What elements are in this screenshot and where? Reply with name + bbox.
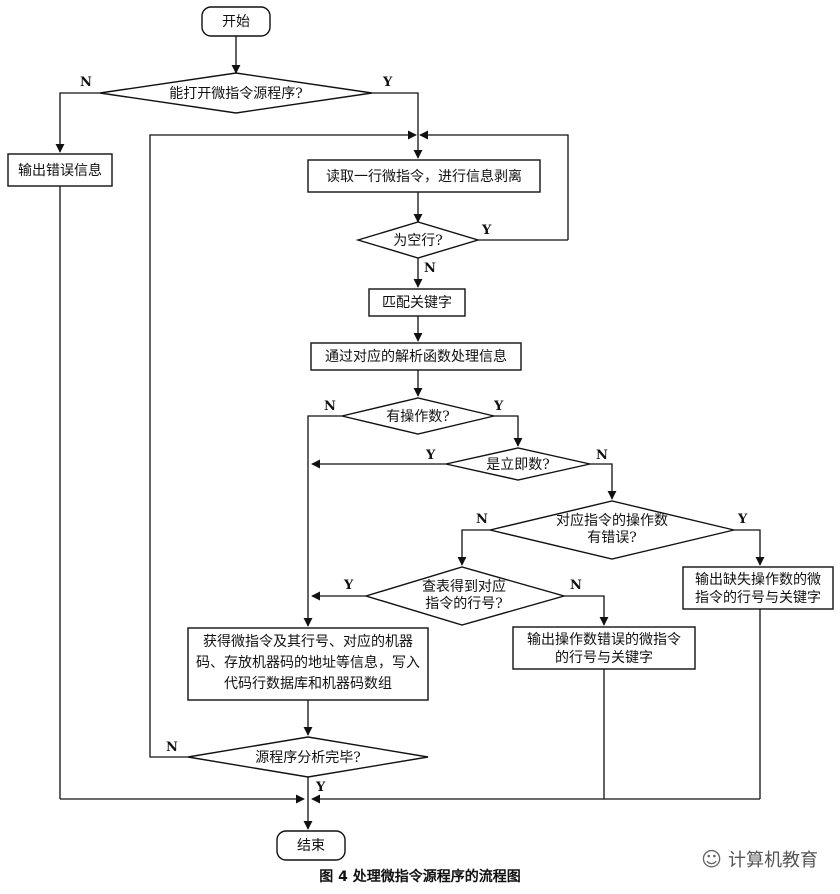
read-line-label: 读取一行微指令，进行信息剥离 <box>326 168 522 185</box>
arrow-immediate-no <box>590 463 617 500</box>
output-missing-line1: 输出缺失操作数的微 <box>695 572 821 588</box>
empty-check-label: 为空行? <box>393 233 443 249</box>
figure-caption: 图 4 处理微指令源程序的流程图 <box>319 869 521 885</box>
immediate-check-label: 是立即数? <box>486 457 550 473</box>
open-check-label: 能打开微指令源程序? <box>169 85 303 102</box>
output-missing-box <box>682 566 834 610</box>
watermark: ☺ 计算机教育 <box>701 846 818 872</box>
lookup-check-line2: 指令的行号? <box>425 596 503 612</box>
arrow-done-no-loop <box>149 130 417 758</box>
done-check-label: 源程序分析完毕? <box>255 750 361 766</box>
lookup-check-line1: 查表得到对应 <box>422 578 506 595</box>
output-operand-error-box <box>512 626 696 670</box>
label-operr-yes: Y <box>737 512 748 527</box>
arrow-empty-yes-loop <box>419 130 569 240</box>
output-error-label: 输出错误信息 <box>18 162 102 179</box>
label-done-yes: Y <box>315 780 326 795</box>
match-keyword-box <box>368 288 466 317</box>
label-immediate-no: N <box>596 448 608 463</box>
watermark-label: 计算机教育 <box>728 850 818 871</box>
end-terminal <box>276 830 346 861</box>
arrow-operr-yes <box>734 529 765 566</box>
done-check-diamond <box>187 736 429 778</box>
match-keyword-label: 匹配关键字 <box>382 295 452 311</box>
store-info-line1: 获得微指令及其行号、对应的机器 <box>203 633 413 650</box>
label-lookup-no: N <box>570 578 582 593</box>
arrow-operand-no <box>303 415 342 627</box>
operand-check-label: 有操作数? <box>386 409 450 425</box>
output-missing-line2: 指令的行号与关键字 <box>695 590 821 606</box>
label-operr-no: N <box>476 512 488 527</box>
label-empty-yes: Y <box>481 223 492 238</box>
open-check-diamond <box>99 72 373 114</box>
immediate-check-diamond <box>445 447 591 481</box>
arrow-open-yes <box>372 92 423 159</box>
empty-check-diamond <box>355 221 481 259</box>
parse-function-box <box>310 342 522 371</box>
store-info-line2: 码、存放机器码的地址等信息，写入 <box>196 654 420 671</box>
arrow-open-no <box>55 92 100 153</box>
label-immediate-yes: Y <box>425 448 436 463</box>
label-operand-no: N <box>324 399 336 414</box>
parse-function-label: 通过对应的解析函数处理信息 <box>325 348 507 365</box>
arrow-lookup-no <box>564 595 609 626</box>
lookup-check-diamond <box>363 566 567 626</box>
connectors <box>55 36 765 830</box>
label-operand-yes: Y <box>493 399 504 414</box>
operand-error-check-line1: 对应指令的操作数 <box>556 512 668 529</box>
read-line-box <box>307 159 541 193</box>
store-info-line3: 代码行数据库和机器码数组 <box>224 676 392 692</box>
output-operand-error-line1: 输出操作数错误的微指令 <box>527 632 681 648</box>
wechat-icon: ☺ <box>701 847 722 871</box>
output-error-box <box>7 153 113 187</box>
label-done-no: N <box>166 740 178 755</box>
operand-check-diamond <box>341 397 495 435</box>
store-info-box <box>187 627 429 701</box>
branch-labels: N Y Y N N Y Y N N Y Y N N Y <box>80 75 748 795</box>
label-lookup-yes: Y <box>343 578 354 593</box>
arrow-operand-yes <box>494 415 523 447</box>
label-open-no: N <box>80 75 92 90</box>
operand-error-check-line2: 有错误? <box>587 530 637 546</box>
start-terminal <box>201 6 271 37</box>
label-open-yes: Y <box>382 75 393 90</box>
label-empty-no: N <box>424 261 436 276</box>
end-label: 结束 <box>297 838 325 854</box>
operand-error-check-diamond <box>489 500 735 560</box>
arrow-operr-no <box>457 529 490 566</box>
output-operand-error-line2: 的行号与关键字 <box>555 650 653 666</box>
start-label: 开始 <box>222 14 250 30</box>
